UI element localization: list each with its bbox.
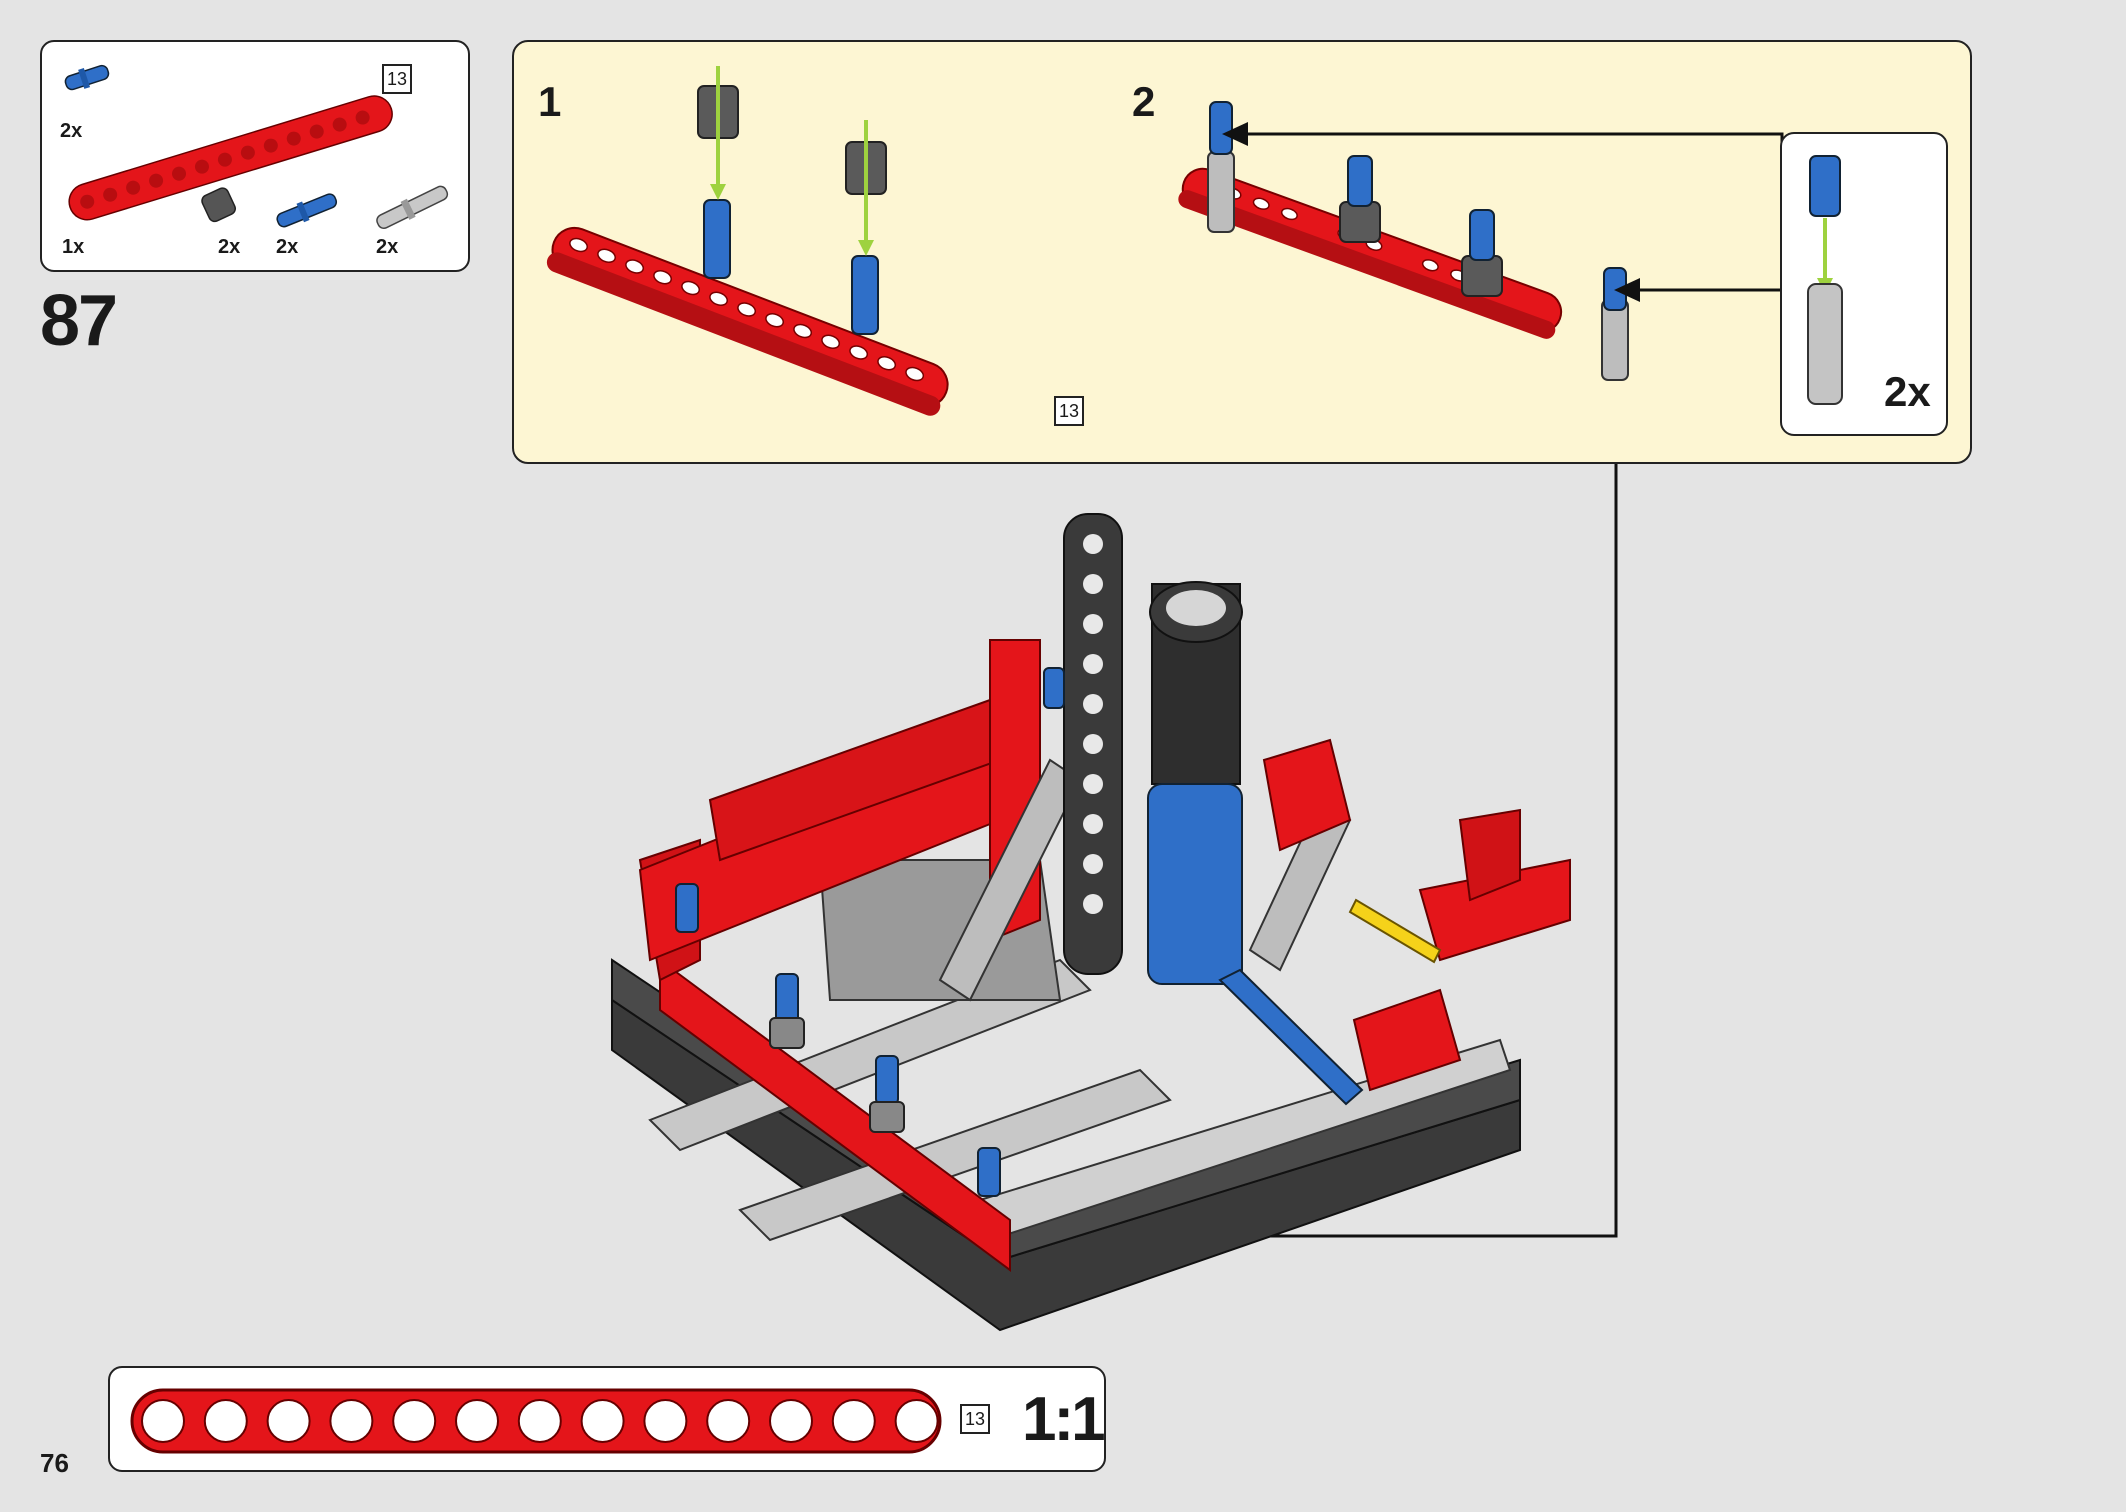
part-qty: 2x bbox=[60, 120, 83, 142]
parts-list: 2x 1x 2x 2x 2x 13 bbox=[40, 40, 470, 272]
subassembly-panel: 1 2 13 bbox=[512, 40, 1972, 464]
scale-hole bbox=[769, 1399, 813, 1443]
scale-beam bbox=[130, 1388, 942, 1454]
beam-length-tag: 13 bbox=[382, 64, 412, 94]
parts-list-illustration bbox=[64, 64, 449, 230]
step-number: 87 bbox=[40, 281, 118, 361]
page-number: 76 bbox=[40, 1448, 69, 1478]
scale-hole bbox=[266, 1399, 311, 1443]
scale-hole bbox=[329, 1399, 374, 1443]
part-qty: 2x bbox=[376, 236, 399, 258]
substep-1-illustration bbox=[546, 66, 949, 416]
bush-part bbox=[201, 187, 237, 223]
scale-hole bbox=[643, 1399, 688, 1443]
scale-hole bbox=[580, 1399, 625, 1443]
scale-hole bbox=[141, 1399, 185, 1443]
callout-illustration bbox=[1807, 155, 1843, 405]
scale-hole bbox=[831, 1399, 876, 1443]
part-qty: 2x bbox=[276, 236, 299, 258]
part-qty: 1x bbox=[62, 236, 85, 258]
beam-length-tag: 13 bbox=[1054, 396, 1084, 426]
scale-hole bbox=[894, 1399, 939, 1443]
scale-ratio: 1:1 bbox=[1022, 1385, 1106, 1454]
substep-number: 2 bbox=[1132, 78, 1156, 125]
red-beam-part bbox=[68, 95, 393, 221]
callout-qty: 2x bbox=[1884, 368, 1931, 415]
substep-number: 1 bbox=[538, 78, 562, 125]
scale-hole bbox=[392, 1399, 437, 1443]
axle-pin-part bbox=[276, 193, 338, 228]
scale-hole bbox=[706, 1399, 751, 1443]
scale-bar: 13 1:1 bbox=[108, 1366, 1106, 1472]
scale-hole bbox=[203, 1399, 248, 1443]
part-qty: 2x bbox=[218, 236, 241, 258]
blue-pin-part bbox=[64, 64, 110, 91]
scale-hole bbox=[455, 1399, 499, 1443]
beam-length-tag: 13 bbox=[960, 1404, 990, 1434]
scale-hole bbox=[517, 1399, 562, 1443]
gray-pin-part bbox=[376, 185, 449, 230]
callout-box: 2x bbox=[1780, 132, 1948, 436]
substep-2-illustration bbox=[1178, 101, 1629, 381]
